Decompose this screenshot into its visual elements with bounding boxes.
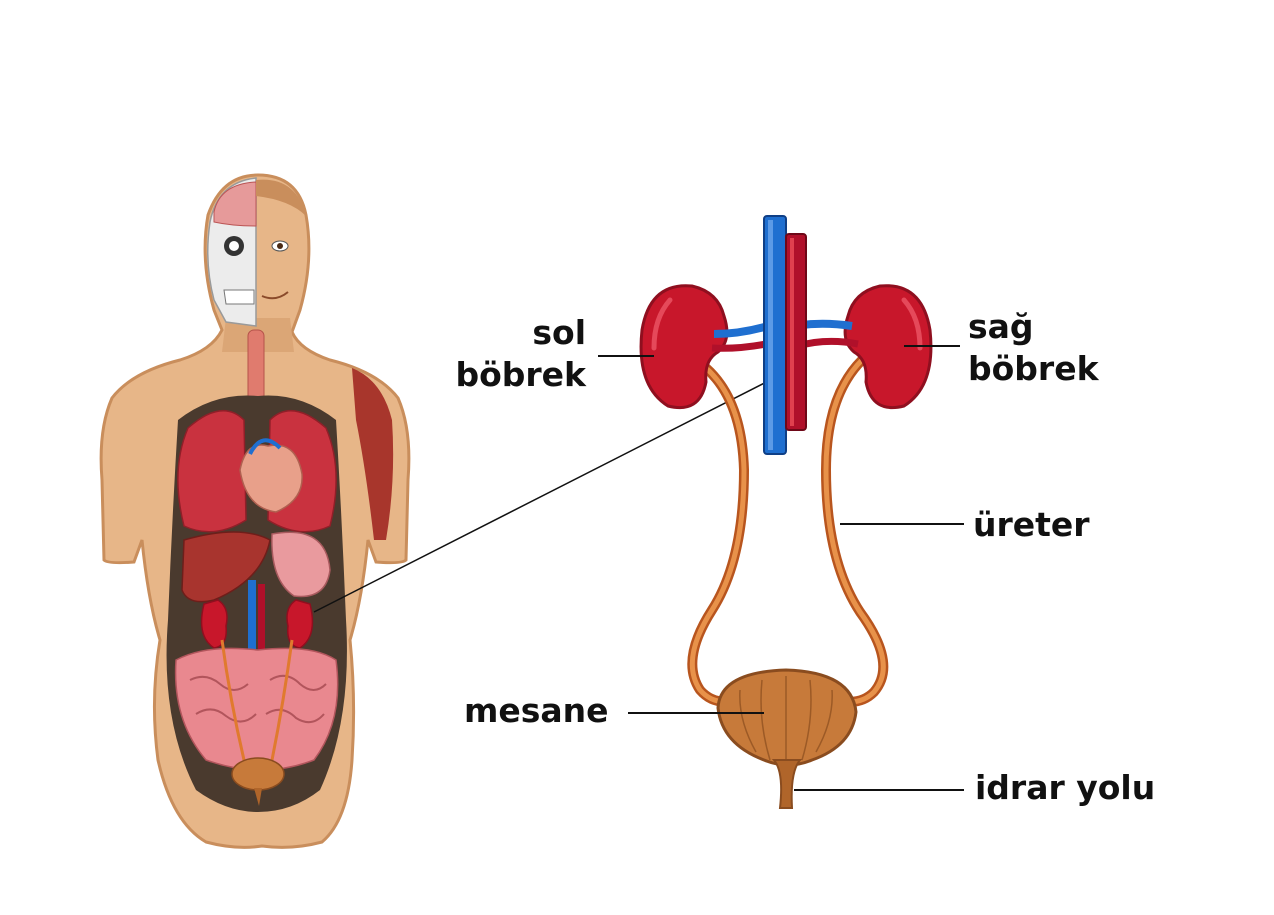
- label-bladder: mesane: [464, 691, 609, 730]
- urinary-detail: [639, 215, 933, 809]
- zoom-connector-line: [313, 369, 791, 613]
- stomach: [271, 531, 331, 598]
- label-urethra: idrar yolu: [975, 768, 1156, 807]
- left-ureter-inner: [689, 365, 747, 705]
- right-ureter-inner: [823, 357, 886, 705]
- label-left-kidney-line1: sol: [532, 313, 586, 352]
- arm-muscle: [352, 368, 394, 540]
- intestine-folds: [189, 674, 327, 724]
- aorta-highlight: [790, 238, 794, 426]
- human-torso-illustration: [99, 173, 411, 849]
- aorta: [785, 233, 807, 431]
- torso-vena-cava: [248, 580, 256, 662]
- skull-eye: [229, 241, 239, 251]
- bladder-ridges: [739, 676, 833, 764]
- skull-teeth: [223, 289, 255, 305]
- left-lung: [177, 409, 247, 533]
- label-left-kidney-line2: böbrek: [455, 355, 586, 394]
- intestines: [174, 647, 339, 771]
- label-right-kidney-line1: sağ: [968, 307, 1034, 346]
- torso-urethra: [254, 788, 262, 806]
- label-ureter: üreter: [973, 505, 1090, 544]
- face-mouth: [261, 291, 289, 300]
- torso-ureters: [220, 639, 294, 761]
- label-right-kidney-line2: böbrek: [968, 349, 1099, 388]
- urethra: [771, 759, 803, 809]
- label-left-kidney: sol böbrek: [450, 312, 586, 396]
- left-kidney-highlight: [651, 297, 673, 351]
- heart-vessels: [248, 438, 282, 455]
- right-kidney: [843, 284, 933, 409]
- torso-right-kidney: [286, 599, 314, 649]
- label-right-kidney: sağ böbrek: [968, 306, 1099, 390]
- left-kidney: [639, 284, 729, 409]
- brain: [213, 181, 257, 227]
- vena-cava-highlight: [768, 220, 773, 450]
- face-hair: [256, 179, 306, 216]
- bladder: [716, 668, 858, 767]
- torso-aorta: [258, 584, 265, 660]
- liver: [181, 531, 271, 603]
- vena-cava: [763, 215, 787, 455]
- right-kidney-highlight: [901, 297, 923, 351]
- torso-left-kidney: [200, 599, 228, 649]
- face-pupil: [277, 243, 283, 249]
- torso-bladder: [231, 757, 285, 791]
